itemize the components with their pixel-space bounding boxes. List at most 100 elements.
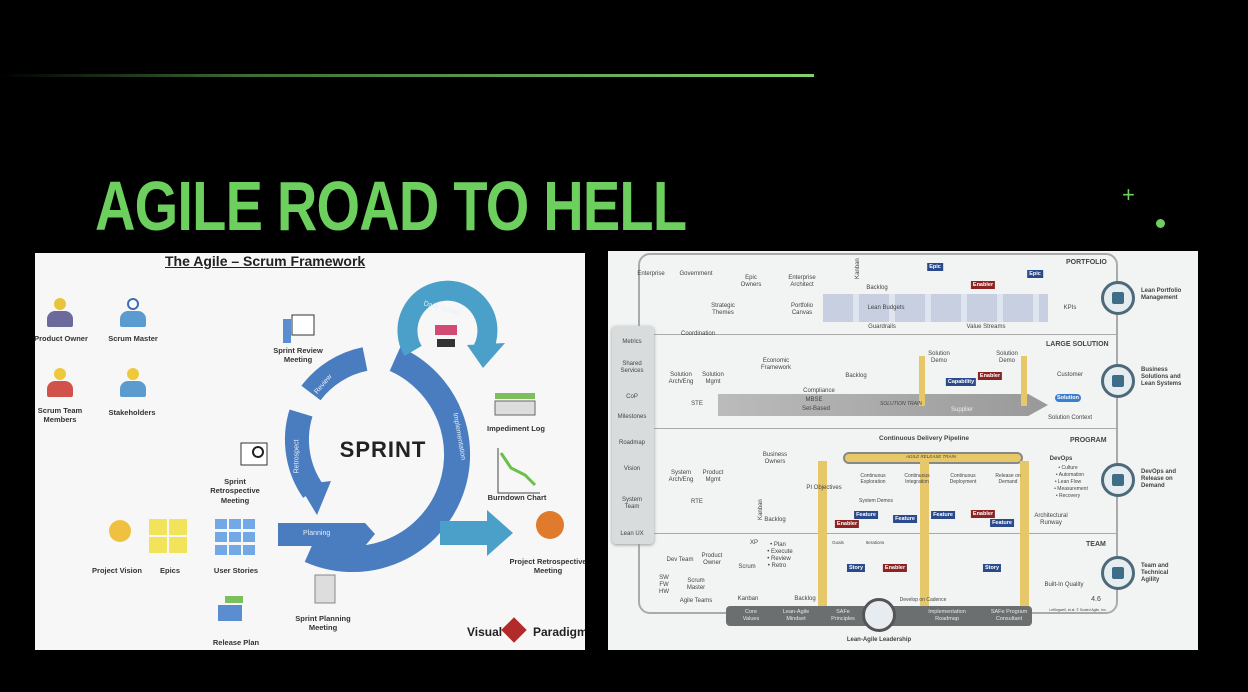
- devops-item: • Lean Flow: [1054, 479, 1082, 485]
- develop-on-cadence-label: Develop on Cadence: [899, 597, 947, 603]
- business-solutions-icon: [1101, 364, 1135, 398]
- foundation-item: Lean-Agile Mindset: [782, 609, 810, 622]
- sprint-cycle-graphic: [109, 280, 564, 621]
- scrum-diagram-title: The Agile – Scrum Framework: [165, 253, 366, 269]
- palette-item: CoP: [626, 394, 638, 400]
- story-tag: Story: [982, 564, 1002, 572]
- mbse-label: MBSE: [805, 397, 823, 403]
- logo-text: Paradigm: [533, 625, 585, 639]
- rte-label: RTE: [691, 499, 703, 505]
- solution-context-label: Solution Context: [1047, 415, 1093, 421]
- devops-item: • Measurement: [1054, 486, 1088, 492]
- devops-item: • Automation: [1055, 472, 1085, 478]
- planning-label: Planning: [303, 530, 331, 537]
- product-owner-label: Product Owner: [701, 553, 723, 567]
- devops-item: • Recovery: [1055, 493, 1081, 499]
- palette-item: Vision: [623, 466, 641, 472]
- lean-agile-leadership-label: Lean-Agile Leadership: [846, 637, 912, 643]
- scrum-label: Scrum: [738, 564, 756, 570]
- slide-title: AGILE ROAD TO HELL: [95, 167, 687, 245]
- pi-bar: [920, 461, 929, 611]
- enabler-tag: Enabler: [970, 281, 996, 289]
- kanban-label: Kanban: [854, 258, 861, 279]
- backlog-label: Backlog: [845, 373, 867, 379]
- compliance-label: Compliance: [803, 388, 835, 394]
- enterprise-label: Enterprise: [637, 271, 665, 277]
- retrospect-label: Retrospect: [293, 439, 301, 474]
- role-label: Scrum Master: [108, 334, 158, 343]
- demo-pole: [1021, 356, 1027, 406]
- dev-team-label: Dev Team: [666, 557, 694, 563]
- scrum-step: • Execute: [767, 549, 793, 555]
- architectural-runway-label: Architectural Runway: [1034, 513, 1068, 527]
- xp-label: XP: [749, 540, 759, 546]
- foundation-item: Implementation Roadmap: [928, 609, 966, 622]
- daily-scrum-arc: [397, 280, 498, 357]
- story-tag: Story: [846, 564, 866, 572]
- stakeholders-icon: [119, 368, 147, 398]
- role-label: Product Owner: [35, 334, 88, 343]
- backlog-label: Backlog: [866, 285, 888, 291]
- spanning-palette: [612, 326, 654, 544]
- competency-label: Team and Technical Agility: [1141, 563, 1169, 584]
- role-label: Stakeholders: [108, 408, 156, 417]
- implementation-arc: [304, 347, 470, 573]
- credit-label: Leffingwell, et al. © Scaled Agile, Inc.: [1049, 608, 1107, 612]
- palette-item: System Team: [621, 497, 642, 511]
- backlog-label: Backlog: [794, 596, 816, 602]
- scrum-master-label: Scrum Master: [686, 578, 706, 592]
- divider: [638, 533, 1118, 534]
- enabler-tag: Enabler: [882, 564, 908, 572]
- guardrails-label: Guardrails: [868, 324, 896, 330]
- level-label: TEAM: [1086, 541, 1106, 548]
- solution-mgmt-label: Solution Mgmt: [702, 372, 724, 386]
- art-label: AGILE RELEASE TRAIN: [905, 454, 957, 459]
- portfolio-canvas-label: Portfolio Canvas: [790, 303, 813, 317]
- goals-label: Goals: [832, 540, 844, 545]
- level-label: PROGRAM: [1070, 437, 1107, 444]
- devops-item: • Culture: [1058, 465, 1078, 471]
- feature-tag: Feature: [990, 519, 1014, 527]
- artifact-label: User Stories: [213, 566, 259, 575]
- competency-label: DevOps and Release on Demand: [1141, 469, 1177, 490]
- kpis-label: KPIs: [1063, 305, 1077, 311]
- foundation-item: SAFe Principles: [831, 609, 855, 622]
- solution-demo-label: Solution Demo: [928, 351, 950, 365]
- solution-demo-label: Solution Demo: [996, 351, 1018, 365]
- solution-train-graphic: [718, 394, 1048, 416]
- event-label: Impediment Log: [487, 424, 545, 433]
- cdp-label: Continuous Delivery Pipeline: [879, 435, 969, 442]
- event-label: Sprint Review Meeting: [273, 346, 323, 365]
- kanban-label: Kanban: [737, 596, 759, 602]
- project-arrow: [440, 510, 513, 556]
- divider: [638, 334, 1118, 335]
- review-arc: [301, 347, 368, 401]
- economic-framework-label: Economic Framework: [760, 358, 791, 372]
- retrospect-arrowhead: [299, 481, 331, 515]
- daily-scrum-arrowhead: [467, 343, 505, 368]
- competency-label: Lean Portfolio Management: [1141, 288, 1182, 302]
- cd-label: Continuous Deployment: [949, 473, 977, 485]
- lean-agile-leadership-icon: [862, 598, 896, 632]
- sprint-label: SPRINT: [339, 437, 427, 462]
- lean-budgets-label: Lean Budgets: [867, 305, 905, 311]
- event-label: Sprint Retrospective Meeting: [210, 477, 260, 505]
- scrum-step: • Review: [767, 556, 791, 562]
- product-mgmt-label: Product Mgmt: [702, 470, 724, 484]
- palette-item: Lean UX: [620, 531, 644, 537]
- palette-item: Shared Services: [620, 361, 644, 375]
- built-in-quality-label: Built-In Quality: [1044, 582, 1084, 588]
- event-label: Sprint Planning Meeting: [295, 614, 351, 633]
- solution-tag: Solution: [1055, 394, 1081, 402]
- strategic-themes-label: Strategic Themes: [711, 303, 735, 317]
- plus-decoration-icon: +: [1122, 182, 1135, 207]
- pi-bar: [818, 461, 827, 611]
- team-agility-icon: [1101, 556, 1135, 590]
- ste-label: STE: [691, 401, 703, 407]
- rod-label: Release on Demand: [995, 473, 1021, 485]
- set-based-label: Set-Based: [801, 406, 831, 412]
- enterprise-architect-label: Enterprise Architect: [788, 275, 816, 289]
- safe-framework-image: PORTFOLIO LARGE SOLUTION PROGRAM TEAM En…: [608, 251, 1198, 650]
- lean-portfolio-management-icon: [1101, 281, 1135, 315]
- solution-train-label: SOLUTION TRAIN: [880, 401, 922, 407]
